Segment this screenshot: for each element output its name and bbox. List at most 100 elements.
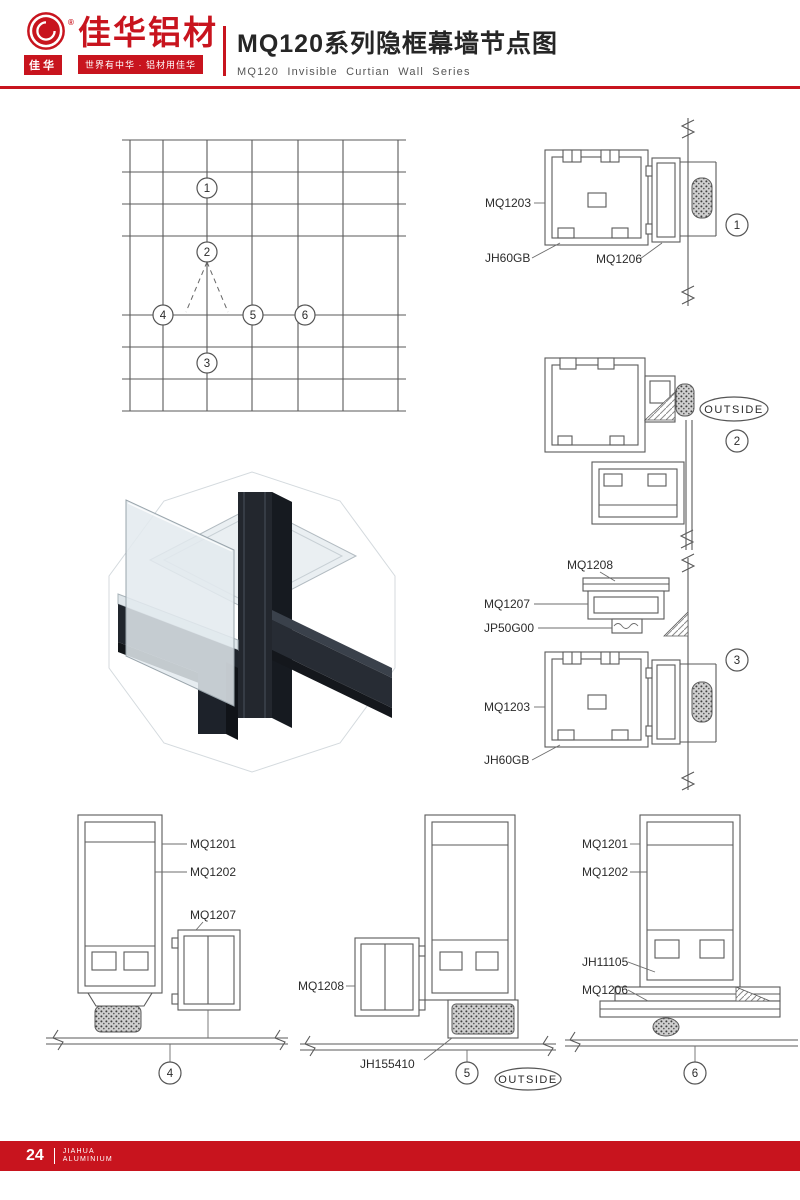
node-diagrams: 1 2 3 4 5 6 (46, 118, 798, 1091)
header-divider (223, 26, 226, 76)
footer-brand-bottom: ALUMINIUM (62, 1156, 113, 1163)
label-mq1207-d3: MQ1207 (484, 597, 530, 611)
sealant-blob (691, 177, 713, 219)
cover-profile-drawing (171, 929, 241, 1011)
callout-detail-4-num: 4 (167, 1068, 174, 1080)
jiahua-logo-icon (27, 12, 65, 50)
plate-profile-drawing (354, 937, 426, 1017)
elevation-callout-4 (152, 304, 174, 326)
adaptor-profile-drawing (645, 157, 681, 243)
glass-pane-front (125, 499, 235, 707)
label-mq1203-d1: MQ1203 (485, 196, 531, 210)
callout-detail-2-num: 2 (734, 436, 740, 448)
callout-detail-5-num: 5 (464, 1068, 470, 1080)
mullion-profile-drawing (544, 357, 646, 453)
callout-detail-5 (455, 1061, 479, 1085)
elevation-callout-2 (196, 241, 218, 263)
logo-cn-badge: 佳华 (24, 55, 62, 75)
sealant-blob (675, 383, 695, 417)
label-jh60gb-d3: JH60GB (484, 753, 529, 767)
mullion-profile-drawing (424, 814, 516, 1001)
detail-section-5: MQ1208 JH155410 5 OUTSIDE (298, 814, 562, 1091)
detail-section-6: MQ1201 MQ1202 JH11105 MQ1206 6 (565, 814, 798, 1085)
elevation-callout-4-num: 4 (160, 310, 167, 322)
brand-logo: ® 佳华 (24, 10, 74, 75)
label-mq1208-d3: MQ1208 (567, 558, 613, 572)
outside-tag-d5 (494, 1067, 562, 1091)
elevation-callout-5-num: 5 (250, 310, 256, 322)
registered-mark: ® (68, 18, 74, 27)
hatch-wedge (663, 611, 689, 637)
label-jh60gb-d1: JH60GB (485, 251, 530, 265)
elevation-callout-3 (196, 352, 218, 374)
page-subtitle: MQ120 Invisible Curtian Wall Series (237, 66, 471, 78)
elevation-callout-6-num: 6 (302, 310, 308, 322)
mullion-profile-drawing (544, 149, 649, 246)
brand-block: 佳华铝材 世界有中华 · 铝材用佳华 (78, 14, 218, 74)
label-mq1206-d1: MQ1206 (596, 252, 642, 266)
callout-detail-6 (683, 1061, 707, 1085)
sealant-block (451, 1003, 515, 1035)
sealant-blob (691, 681, 713, 723)
label-mq1202-d6: MQ1202 (582, 865, 628, 879)
label-mq1206-d6: MQ1206 (582, 983, 628, 997)
callout-detail-4 (158, 1061, 182, 1085)
label-jh11105-d6: JH11105 (582, 955, 629, 969)
elevation-callout-1 (196, 177, 218, 199)
outside-text-d5: OUTSIDE (498, 1074, 557, 1086)
sealant-blob (94, 1005, 142, 1033)
page-title: MQ120系列隐框幕墙节点图 (237, 30, 558, 58)
hatch-wedge (643, 391, 676, 421)
label-mq1201-d6: MQ1201 (582, 837, 628, 851)
label-mq1202-d4: MQ1202 (190, 865, 236, 879)
footer-brand: JIAHUA ALUMINIUM (63, 1148, 113, 1165)
render-3d (108, 471, 396, 773)
callout-detail-3-num: 3 (734, 655, 740, 667)
elevation-callout-3-num: 3 (204, 358, 210, 370)
footer-brand-top: JIAHUA (62, 1147, 95, 1155)
elevation-callout-1-num: 1 (204, 183, 210, 195)
transom-3d-right (272, 610, 392, 718)
mullion-3d (238, 492, 292, 728)
detail-section-4: MQ1201 MQ1202 MQ1207 4 (46, 814, 288, 1085)
callout-detail-6-num: 6 (692, 1068, 698, 1080)
elevation-diagram: 1 2 3 4 5 6 (122, 139, 406, 412)
detail-section-3: MQ1208 MQ1207 JP50G00 MQ1203 JH60GB 3 (484, 553, 749, 791)
callout-detail-3 (725, 648, 749, 672)
outside-tag-d2 (699, 396, 769, 422)
elevation-callout-5 (242, 304, 264, 326)
header-rule (0, 86, 800, 89)
mullion-profile-drawing (77, 814, 163, 1033)
page-header: ® 佳华 佳华铝材 世界有中华 · 铝材用佳华 MQ120系列隐框幕墙节点图 M… (0, 0, 800, 86)
mullion-profile-drawing (544, 651, 649, 748)
adaptor-assembly-drawing (599, 986, 781, 1037)
title-block: MQ120系列隐框幕墙节点图 MQ120 Invisible Curtian W… (237, 24, 558, 78)
callout-detail-1 (725, 213, 749, 237)
brand-name: 佳华铝材 (78, 14, 218, 51)
detail-section-1: MQ1203 JH60GB MQ1206 1 (485, 118, 749, 306)
label-jh155410-d5: JH155410 (360, 1057, 415, 1071)
label-mq1207-d4: MQ1207 (190, 908, 236, 922)
pressure-plate-drawing (582, 577, 689, 637)
detail-section-2: OUTSIDE 2 (544, 357, 769, 550)
callout-detail-2 (725, 429, 749, 453)
label-mq1208-d5: MQ1208 (298, 979, 344, 993)
label-mq1203-d3: MQ1203 (484, 700, 530, 714)
page-footer: 24 JIAHUA ALUMINIUM (0, 1141, 800, 1171)
footer-divider (53, 1148, 55, 1164)
page-number: 24 (26, 1147, 44, 1164)
brand-slogan: 世界有中华 · 铝材用佳华 (78, 54, 203, 74)
hatch-wedge (735, 986, 771, 1002)
transom-profile-drawing (591, 461, 685, 525)
render-outline (108, 471, 396, 773)
elevation-callout-2-num: 2 (204, 247, 210, 259)
vent-symbol (185, 261, 229, 313)
adaptor-profile-drawing (645, 659, 681, 745)
label-mq1201-d4: MQ1201 (190, 837, 236, 851)
sealant-dot (652, 1017, 680, 1037)
elevation-callout-6 (294, 304, 316, 326)
label-jp50g00-d3: JP50G00 (484, 621, 534, 635)
callout-detail-1-num: 1 (734, 220, 740, 232)
outside-text-d2: OUTSIDE (704, 404, 763, 416)
